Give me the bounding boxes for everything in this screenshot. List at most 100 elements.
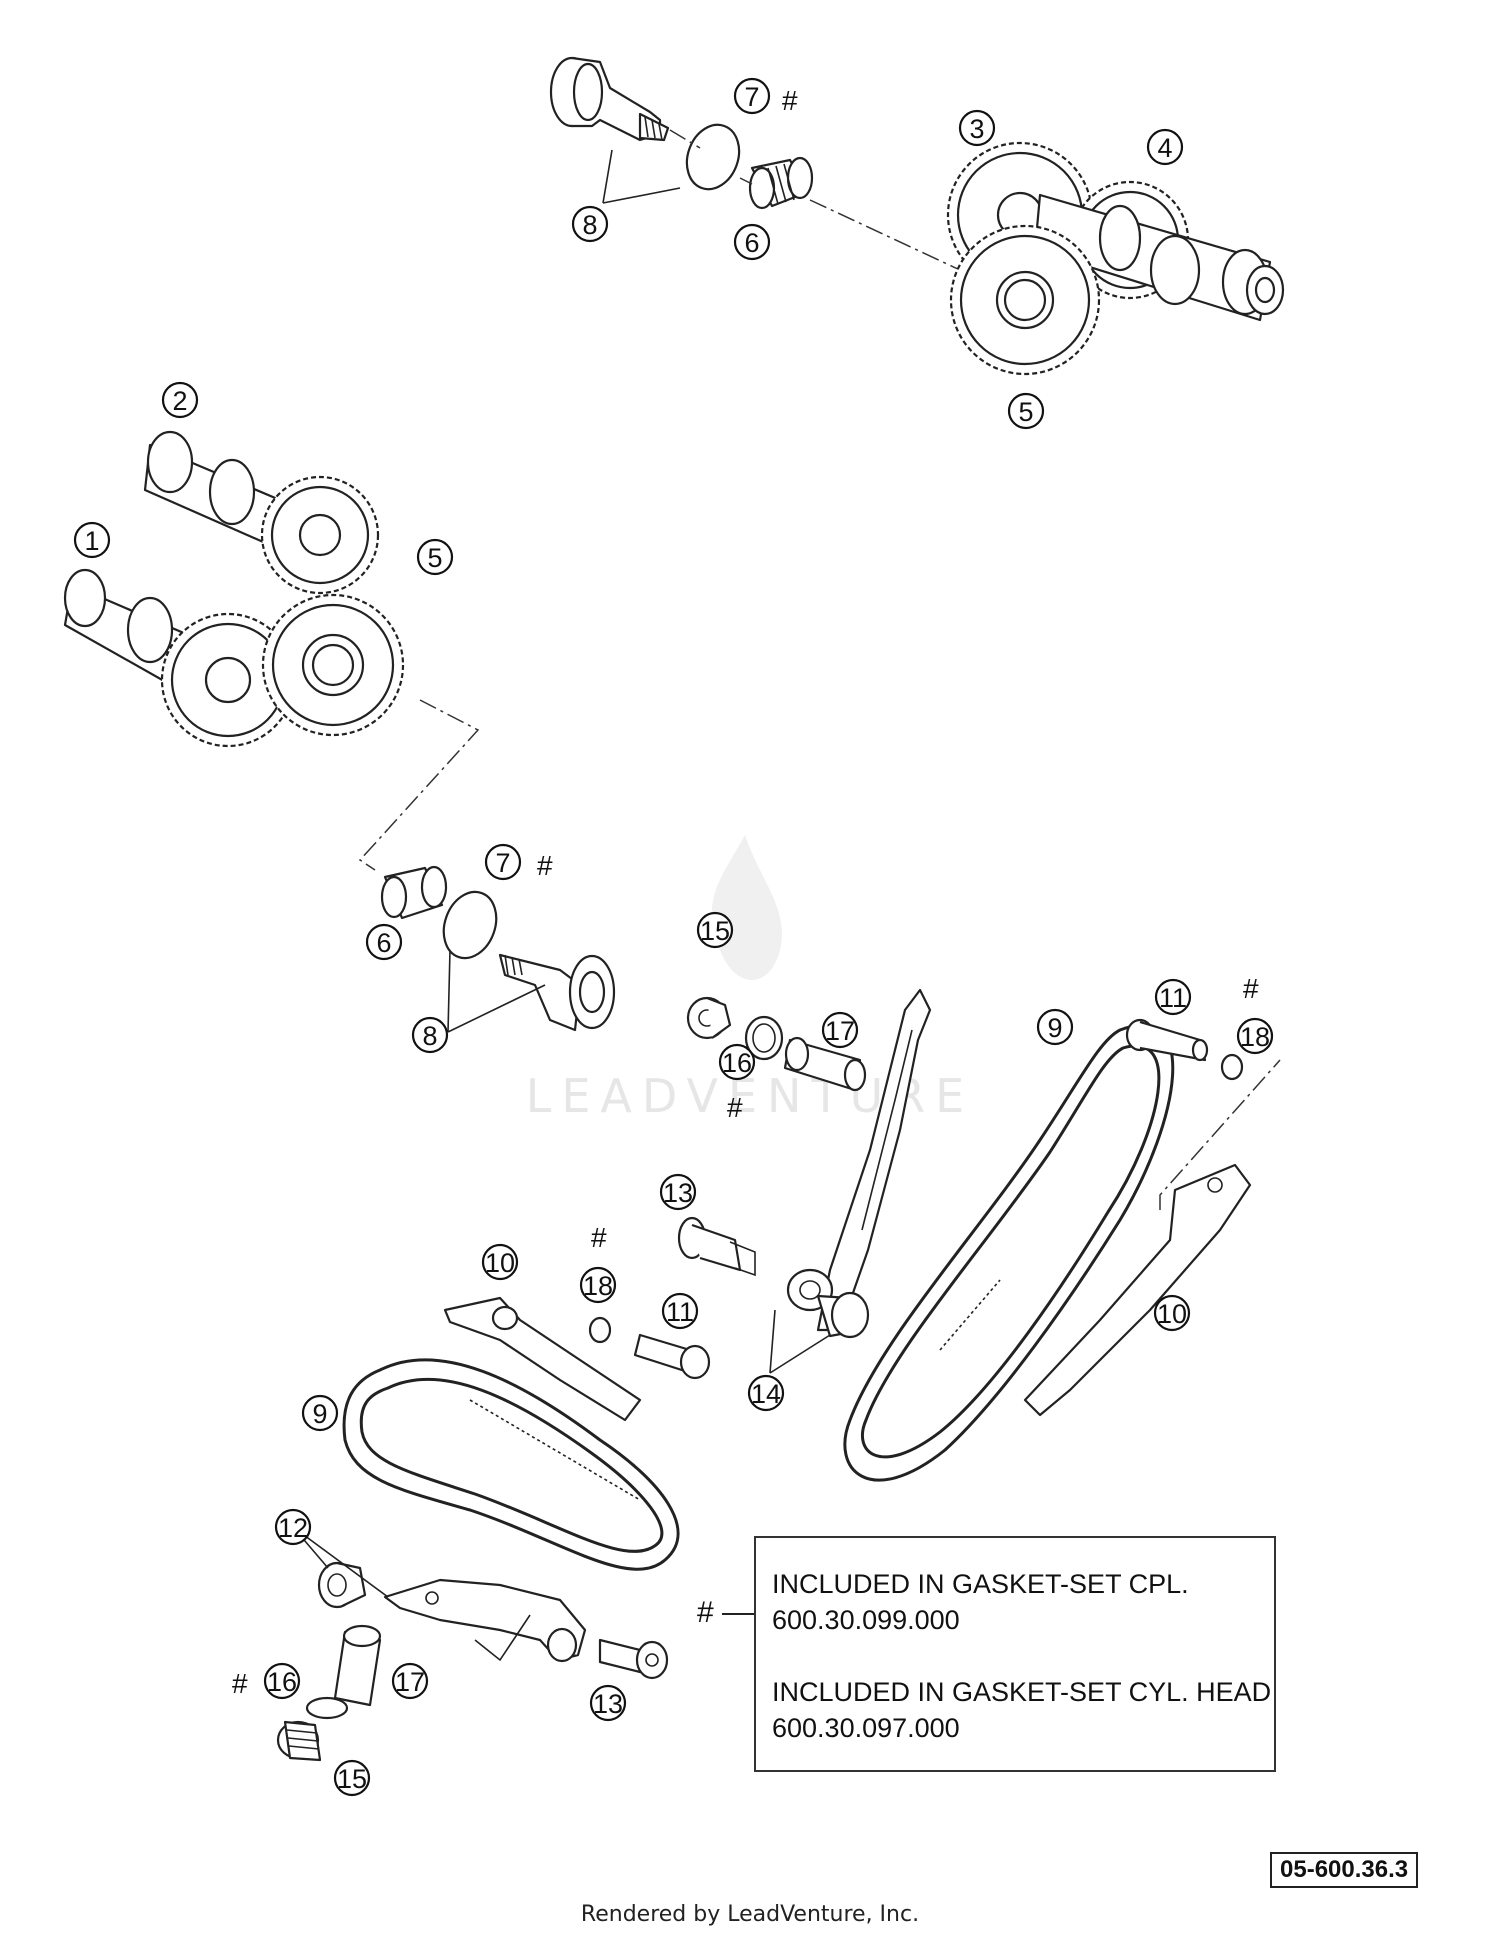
note-line: 600.30.097.000 bbox=[772, 1713, 960, 1743]
bolt-11-right bbox=[1125, 1018, 1209, 1062]
svg-text:1: 1 bbox=[84, 526, 99, 556]
hash-mark: # bbox=[782, 85, 798, 116]
callout-7-top: 7 bbox=[733, 77, 771, 115]
note-line: INCLUDED IN GASKET-SET CYL. HEAD bbox=[772, 1677, 1272, 1707]
svg-text:11: 11 bbox=[1159, 983, 1187, 1013]
tensioner-plug-group-top bbox=[686, 996, 867, 1092]
svg-text:2: 2 bbox=[172, 386, 187, 416]
gear-5-right bbox=[949, 224, 1101, 376]
callout-15-bottom: 15 bbox=[333, 1759, 371, 1797]
svg-text:13: 13 bbox=[663, 1178, 693, 1208]
callout-9-left: 9 bbox=[301, 1394, 339, 1432]
bushing-12 bbox=[317, 1561, 367, 1609]
gear-2 bbox=[260, 475, 380, 595]
callout-6-top: 6 bbox=[733, 223, 771, 261]
callout-8-top: 8 bbox=[571, 205, 609, 243]
note-line: 600.30.099.000 bbox=[772, 1605, 960, 1635]
callout-3: 3 bbox=[958, 109, 996, 147]
svg-text:8: 8 bbox=[422, 1021, 437, 1051]
callout-13-top: 13 bbox=[659, 1173, 697, 1211]
svg-text:17: 17 bbox=[825, 1016, 855, 1046]
note-hash-marker: # bbox=[697, 1596, 714, 1629]
gear-5-left bbox=[261, 593, 405, 737]
svg-text:5: 5 bbox=[427, 543, 442, 573]
footer-credit: Rendered by LeadVenture, Inc. bbox=[580, 1902, 920, 1927]
screw-plug-15-bottom bbox=[276, 1720, 322, 1762]
bolt-13-top bbox=[677, 1216, 756, 1277]
svg-text:3: 3 bbox=[969, 114, 984, 144]
hash-mark: # bbox=[1243, 973, 1259, 1004]
bearing-shaft-top bbox=[549, 56, 670, 142]
svg-text:15: 15 bbox=[700, 916, 730, 946]
hash-mark: # bbox=[727, 1092, 743, 1123]
gear-1 bbox=[160, 612, 296, 748]
svg-text:4: 4 bbox=[1157, 133, 1172, 163]
washer-18-right bbox=[1220, 1053, 1244, 1081]
timing-chain-9-left bbox=[342, 1358, 680, 1571]
callout-11-left: 11 bbox=[661, 1292, 699, 1330]
callout-10-left: 10 bbox=[481, 1243, 519, 1281]
pin-17-bottom bbox=[333, 1624, 382, 1707]
svg-text:7: 7 bbox=[495, 848, 510, 878]
svg-text:10: 10 bbox=[1157, 1299, 1187, 1329]
seal-ring-16-top bbox=[744, 1015, 784, 1061]
note-leader-line bbox=[722, 1613, 754, 1615]
gasket-set-note: INCLUDED IN GASKET-SET CPL. 600.30.099.0… bbox=[754, 1536, 1276, 1772]
svg-text:18: 18 bbox=[583, 1271, 613, 1301]
hash-mark: # bbox=[537, 850, 553, 881]
callout-5-right: 5 bbox=[1007, 392, 1045, 430]
callout-16-bottom: 16 bbox=[263, 1662, 301, 1700]
svg-text:11: 11 bbox=[666, 1297, 694, 1327]
needle-bearing-top bbox=[748, 156, 814, 210]
svg-text:6: 6 bbox=[744, 228, 759, 258]
seal-ring-16-bottom bbox=[305, 1696, 349, 1720]
svg-text:6: 6 bbox=[376, 928, 391, 958]
callout-17-top: 17 bbox=[821, 1011, 859, 1049]
svg-text:9: 9 bbox=[1047, 1013, 1062, 1043]
callout-18-left: 18 bbox=[579, 1266, 617, 1304]
camshaft-assembly-right bbox=[946, 141, 1285, 376]
tensioner-rail-right bbox=[786, 988, 932, 1332]
svg-text:10: 10 bbox=[485, 1248, 515, 1278]
svg-text:8: 8 bbox=[582, 210, 597, 240]
svg-text:5: 5 bbox=[1018, 397, 1033, 427]
callout-2: 2 bbox=[161, 381, 199, 419]
screw-plug-15-top bbox=[686, 996, 732, 1040]
pin-17-top bbox=[783, 1036, 867, 1092]
svg-text:12: 12 bbox=[278, 1513, 308, 1543]
bearing-shaft-mid bbox=[498, 953, 616, 1032]
svg-text:7: 7 bbox=[744, 82, 759, 112]
o-ring-mid bbox=[442, 890, 498, 960]
callout-8-mid: 8 bbox=[411, 1016, 449, 1054]
svg-text:18: 18 bbox=[1240, 1022, 1270, 1052]
callout-18-right: 18 bbox=[1236, 1017, 1274, 1055]
guide-rail-10-right bbox=[1023, 1059, 1281, 1417]
callout-7-mid: 7 bbox=[484, 843, 522, 881]
svg-text:13: 13 bbox=[593, 1689, 623, 1719]
diagram-reference-code: 05-600.36.3 bbox=[1270, 1852, 1419, 1888]
note-line: INCLUDED IN GASKET-SET CPL. bbox=[772, 1569, 1189, 1599]
callout-9-right: 9 bbox=[1036, 1008, 1074, 1046]
hash-mark: # bbox=[591, 1222, 607, 1253]
mid-bearing-shaft-group bbox=[380, 865, 616, 1033]
callout-6-mid: 6 bbox=[365, 923, 403, 961]
hash-mark: # bbox=[232, 1668, 248, 1699]
callout-5-left: 5 bbox=[416, 538, 454, 576]
svg-text:17: 17 bbox=[395, 1667, 425, 1697]
callout-12: 12 bbox=[274, 1508, 312, 1546]
top-bearing-shaft-group bbox=[549, 56, 961, 271]
timing-chain-9-right bbox=[843, 1023, 1175, 1482]
callout-10-right: 10 bbox=[1153, 1294, 1191, 1332]
callout-4: 4 bbox=[1146, 128, 1184, 166]
callout-13-bottom: 13 bbox=[589, 1684, 627, 1722]
callout-14: 14 bbox=[747, 1374, 785, 1412]
callout-11-right: 11 bbox=[1154, 978, 1192, 1016]
callout-16-top: 16 bbox=[718, 1043, 756, 1081]
bolt-11-left bbox=[633, 1333, 711, 1380]
svg-text:14: 14 bbox=[751, 1379, 781, 1409]
svg-text:15: 15 bbox=[337, 1764, 367, 1794]
callout-15-top: 15 bbox=[696, 911, 734, 949]
o-ring-top bbox=[685, 123, 741, 191]
bolt-13-bottom bbox=[598, 1638, 669, 1680]
